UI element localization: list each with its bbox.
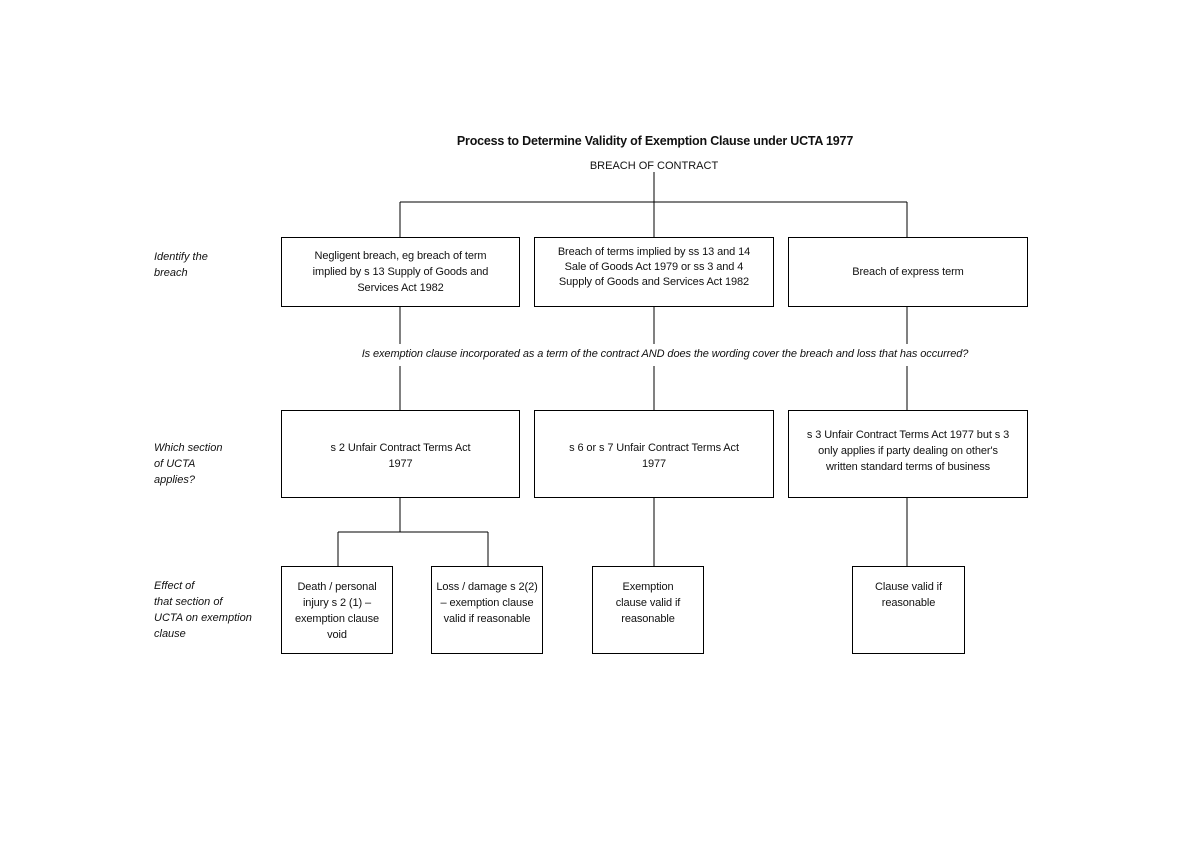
effect-box-loss-damage-text: Loss / damage s 2(2) – exemption clause … — [436, 581, 538, 625]
section-box-s3-text: s 3 Unfair Contract Terms Act 1977 but s… — [806, 429, 1010, 473]
breach-box-implied-terms-text: Breach of terms implied by ss 13 and 14 … — [557, 246, 751, 288]
breach-box-negligent-text: Negligent breach, eg breach of term impl… — [312, 250, 489, 294]
section-box-s2: s 2 Unfair Contract Terms Act 1977 — [281, 410, 520, 498]
section-box-s6-s7: s 6 or s 7 Unfair Contract Terms Act 197… — [534, 410, 774, 498]
effect-box-s3-reasonable-text: Clause valid if reasonable — [875, 581, 942, 609]
effect-box-s6-s7-reasonable: Exemption clause valid if reasonable — [592, 566, 704, 654]
incorporation-question: Is exemption clause incorporated as a te… — [361, 348, 969, 360]
row-label-which-section: Which section of UCTA applies? — [154, 442, 223, 486]
effect-box-death-injury: Death / personal injury s 2 (1) – exempt… — [281, 566, 393, 654]
section-box-s2-text: s 2 Unfair Contract Terms Act 1977 — [330, 442, 471, 470]
effect-box-s6-s7-reasonable-text: Exemption clause valid if reasonable — [615, 581, 681, 625]
effect-box-death-injury-text: Death / personal injury s 2 (1) – exempt… — [294, 581, 379, 641]
breach-box-express-term: Breach of express term — [788, 237, 1028, 307]
breach-box-negligent: Negligent breach, eg breach of term impl… — [281, 237, 520, 307]
section-box-s3: s 3 Unfair Contract Terms Act 1977 but s… — [788, 410, 1028, 498]
root-node-breach-of-contract: BREACH OF CONTRACT — [589, 160, 719, 172]
row-label-effect: Effect of that section of UCTA on exempt… — [154, 580, 252, 640]
effect-box-loss-damage: Loss / damage s 2(2) – exemption clause … — [431, 566, 543, 654]
breach-box-implied-terms: Breach of terms implied by ss 13 and 14 … — [534, 237, 774, 307]
section-box-s6-s7-text: s 6 or s 7 Unfair Contract Terms Act 197… — [569, 442, 739, 470]
effect-box-s3-reasonable: Clause valid if reasonable — [852, 566, 965, 654]
row-label-identify-breach: Identify the breach — [154, 251, 208, 279]
diagram-title: Process to Determine Validity of Exempti… — [456, 134, 854, 148]
breach-box-express-term-text: Breach of express term — [852, 266, 964, 278]
